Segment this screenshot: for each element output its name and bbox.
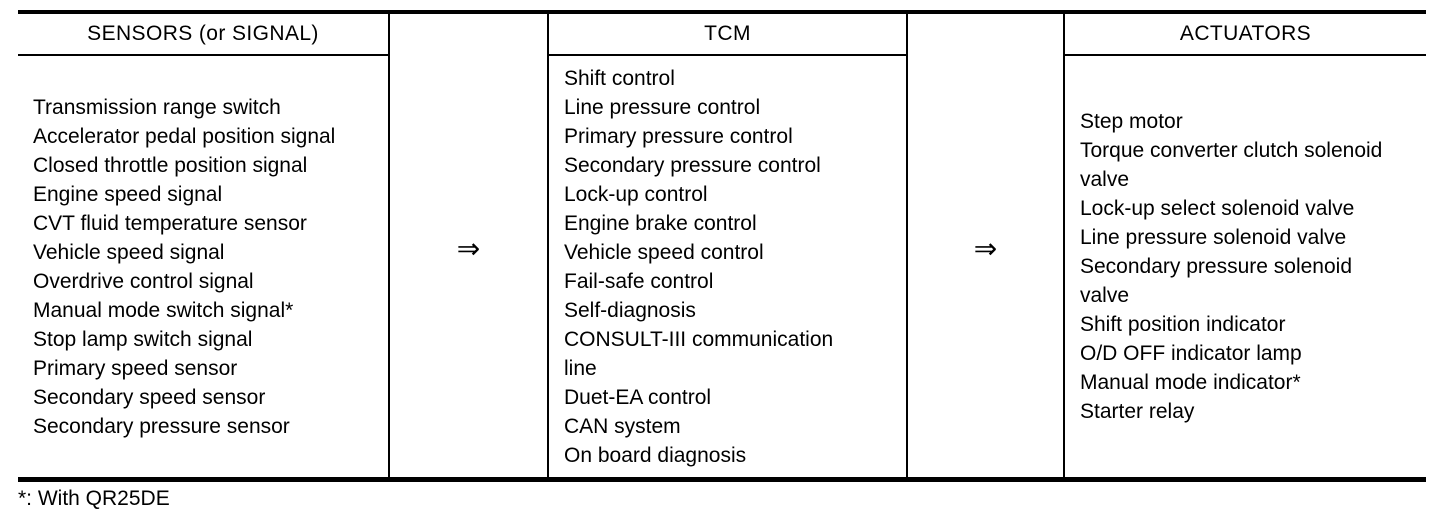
gap-header-2 <box>908 14 1063 56</box>
sensor-item: Manual mode switch signal* <box>33 298 294 322</box>
sensor-item: CVT fluid temperature sensor <box>33 211 307 235</box>
sensor-item: Accelerator pedal position signal <box>33 124 336 148</box>
tcm-item: Duet-EA control <box>564 385 712 409</box>
tcm-item: Shift control <box>564 66 675 90</box>
actuator-item: Shift position indicator <box>1080 313 1286 336</box>
gap-header-1 <box>390 14 547 56</box>
actuator-item: Manual mode indicator* <box>1080 371 1301 394</box>
actuator-item: Starter relay <box>1080 400 1195 423</box>
tcm-item: Line pressure control <box>564 95 761 119</box>
right-arrow-icon: ⇒ <box>973 232 998 264</box>
arrow-cell-1: ⇒ <box>390 56 547 477</box>
arrow-cell-2: ⇒ <box>908 56 1063 477</box>
tcm-item: Engine brake control <box>564 211 757 235</box>
actuator-item: O/D OFF indicator lamp <box>1080 342 1302 365</box>
sensor-item: Engine speed signal <box>33 182 223 206</box>
tcm-item: Primary pressure control <box>564 124 793 148</box>
actuator-item: Lock-up select solenoid valve <box>1080 197 1355 220</box>
right-arrow-icon: ⇒ <box>456 232 481 264</box>
tcm-item: Lock-up control <box>564 182 708 206</box>
column-header-actuators: ACTUATORS <box>1063 14 1426 56</box>
sensor-item: Closed throttle position signal <box>33 153 308 177</box>
actuator-item: Torque converter clutch solenoid valve <box>1080 139 1383 191</box>
tcm-item: Self-diagnosis <box>564 298 696 322</box>
tcm-item: Secondary pressure control <box>564 153 821 177</box>
sensor-item: Transmission range switch <box>33 95 281 119</box>
io-block-table: SENSORS (or SIGNAL) TCM ACTUATORS Transm… <box>18 10 1426 482</box>
actuator-item: Step motor <box>1080 110 1183 133</box>
tcm-item: CONSULT-III communication line <box>564 327 834 380</box>
tcm-item: CAN system <box>564 414 681 438</box>
sensor-item: Secondary speed sensor <box>33 385 266 409</box>
sensor-item: Overdrive control signal <box>33 269 254 293</box>
tcm-item: Fail-safe control <box>564 269 714 293</box>
tcm-item: On board diagnosis <box>564 443 747 467</box>
column-header-tcm: TCM <box>547 14 908 56</box>
column-header-sensors: SENSORS (or SIGNAL) <box>18 14 390 56</box>
sensor-item: Secondary pressure sensor <box>33 414 290 438</box>
actuator-item: Line pressure solenoid valve <box>1080 226 1347 249</box>
actuator-item: Secondary pressure solenoid valve <box>1080 255 1352 307</box>
sensor-item: Primary speed sensor <box>33 356 238 380</box>
footnote: *: With QR25DE <box>18 487 170 510</box>
tcm-item: Vehicle speed control <box>564 240 764 264</box>
sensor-item: Stop lamp switch signal <box>33 327 253 351</box>
sensor-item: Vehicle speed signal <box>33 240 225 264</box>
